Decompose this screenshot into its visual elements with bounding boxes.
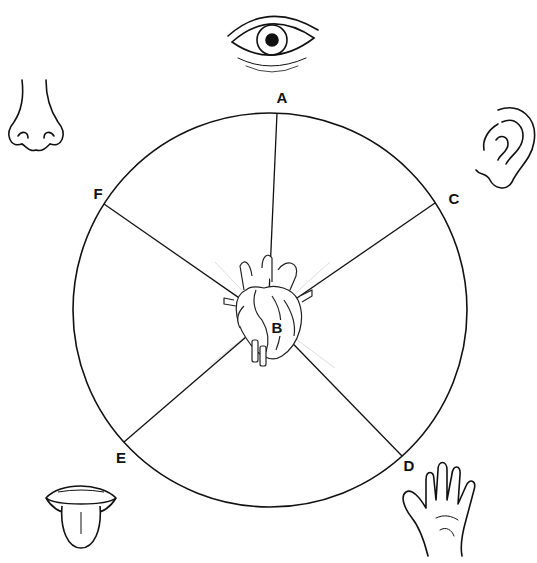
hand-icon <box>403 463 475 557</box>
point-label: B <box>271 320 284 336</box>
point-label: F <box>92 186 103 202</box>
outer-circle <box>73 113 467 507</box>
tongue-icon <box>46 486 116 548</box>
point-label: C <box>448 191 461 207</box>
point-label: A <box>276 90 289 106</box>
spokes <box>104 113 435 456</box>
eye-icon <box>228 16 318 72</box>
point-label: D <box>403 458 416 474</box>
nose-icon <box>9 80 63 151</box>
ear-icon <box>476 108 535 188</box>
point-label: E <box>115 450 127 466</box>
heart-illustration <box>224 255 312 366</box>
